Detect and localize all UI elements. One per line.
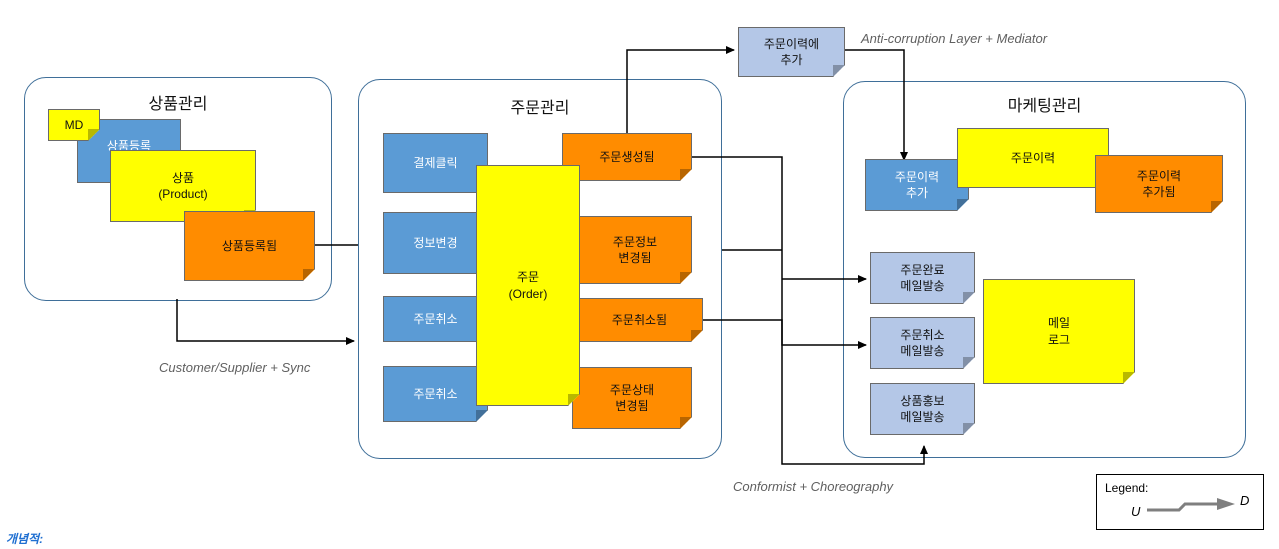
customer-supplier-label: Customer/Supplier + Sync bbox=[159, 360, 311, 375]
conformist-label: Conformist + Choreography bbox=[733, 479, 894, 494]
order-cancelled-event: 주문취소됨 bbox=[576, 298, 703, 342]
product-registered-event: 상품등록됨 bbox=[184, 211, 315, 281]
order-history-added-event: 주문이력 추가됨 bbox=[1095, 155, 1223, 213]
add-order-history-policy: 주문이력에 추가 bbox=[738, 27, 845, 77]
legend-title: Legend: bbox=[1105, 481, 1149, 495]
acl-arrow-out bbox=[845, 49, 908, 161]
conformist-main bbox=[692, 156, 928, 465]
legend-upstream: U bbox=[1131, 504, 1141, 519]
cancel-mail-arrow bbox=[703, 319, 867, 349]
order-info-changed-event: 주문정보 변경됨 bbox=[578, 216, 692, 284]
order-aggregate: 주문 (Order) bbox=[476, 165, 580, 406]
payment-click-command: 결제클릭 bbox=[383, 133, 488, 193]
order-cancel-mail-policy: 주문취소 메일발송 bbox=[870, 317, 975, 369]
customer-supplier-arrow bbox=[176, 299, 355, 345]
mail-log-aggregate: 메일 로그 bbox=[983, 279, 1135, 384]
order-created-event: 주문생성됨 bbox=[562, 133, 692, 181]
footer-note: 개념적: bbox=[6, 532, 44, 546]
legend-downstream: D bbox=[1240, 493, 1250, 508]
promo-mail-policy: 상품홍보 메일발송 bbox=[870, 383, 975, 435]
order-history-aggregate: 주문이력 bbox=[957, 128, 1109, 188]
order-cancel-command-1: 주문취소 bbox=[383, 296, 488, 342]
marketing-context-title: 마케팅관리 bbox=[1007, 98, 1082, 115]
info-change-command: 정보변경 bbox=[383, 212, 488, 274]
md-actor: MD bbox=[48, 109, 100, 141]
legend-arrow bbox=[1147, 498, 1235, 512]
acl-arrow-in bbox=[626, 46, 735, 133]
order-complete-mail-policy: 주문완료 메일발송 bbox=[870, 252, 975, 304]
order-status-changed-event: 주문상태 변경됨 bbox=[572, 367, 692, 429]
acl-label: Anti-corruption Layer + Mediator bbox=[861, 31, 1048, 46]
add-order-history-command: 주문이력 추가 bbox=[865, 159, 969, 211]
product-context-title: 상품관리 bbox=[148, 96, 208, 113]
order-context-title: 주문관리 bbox=[510, 100, 570, 117]
order-cancel-command-2: 주문취소 bbox=[383, 366, 488, 422]
legend: Legend: U D bbox=[1096, 474, 1264, 530]
